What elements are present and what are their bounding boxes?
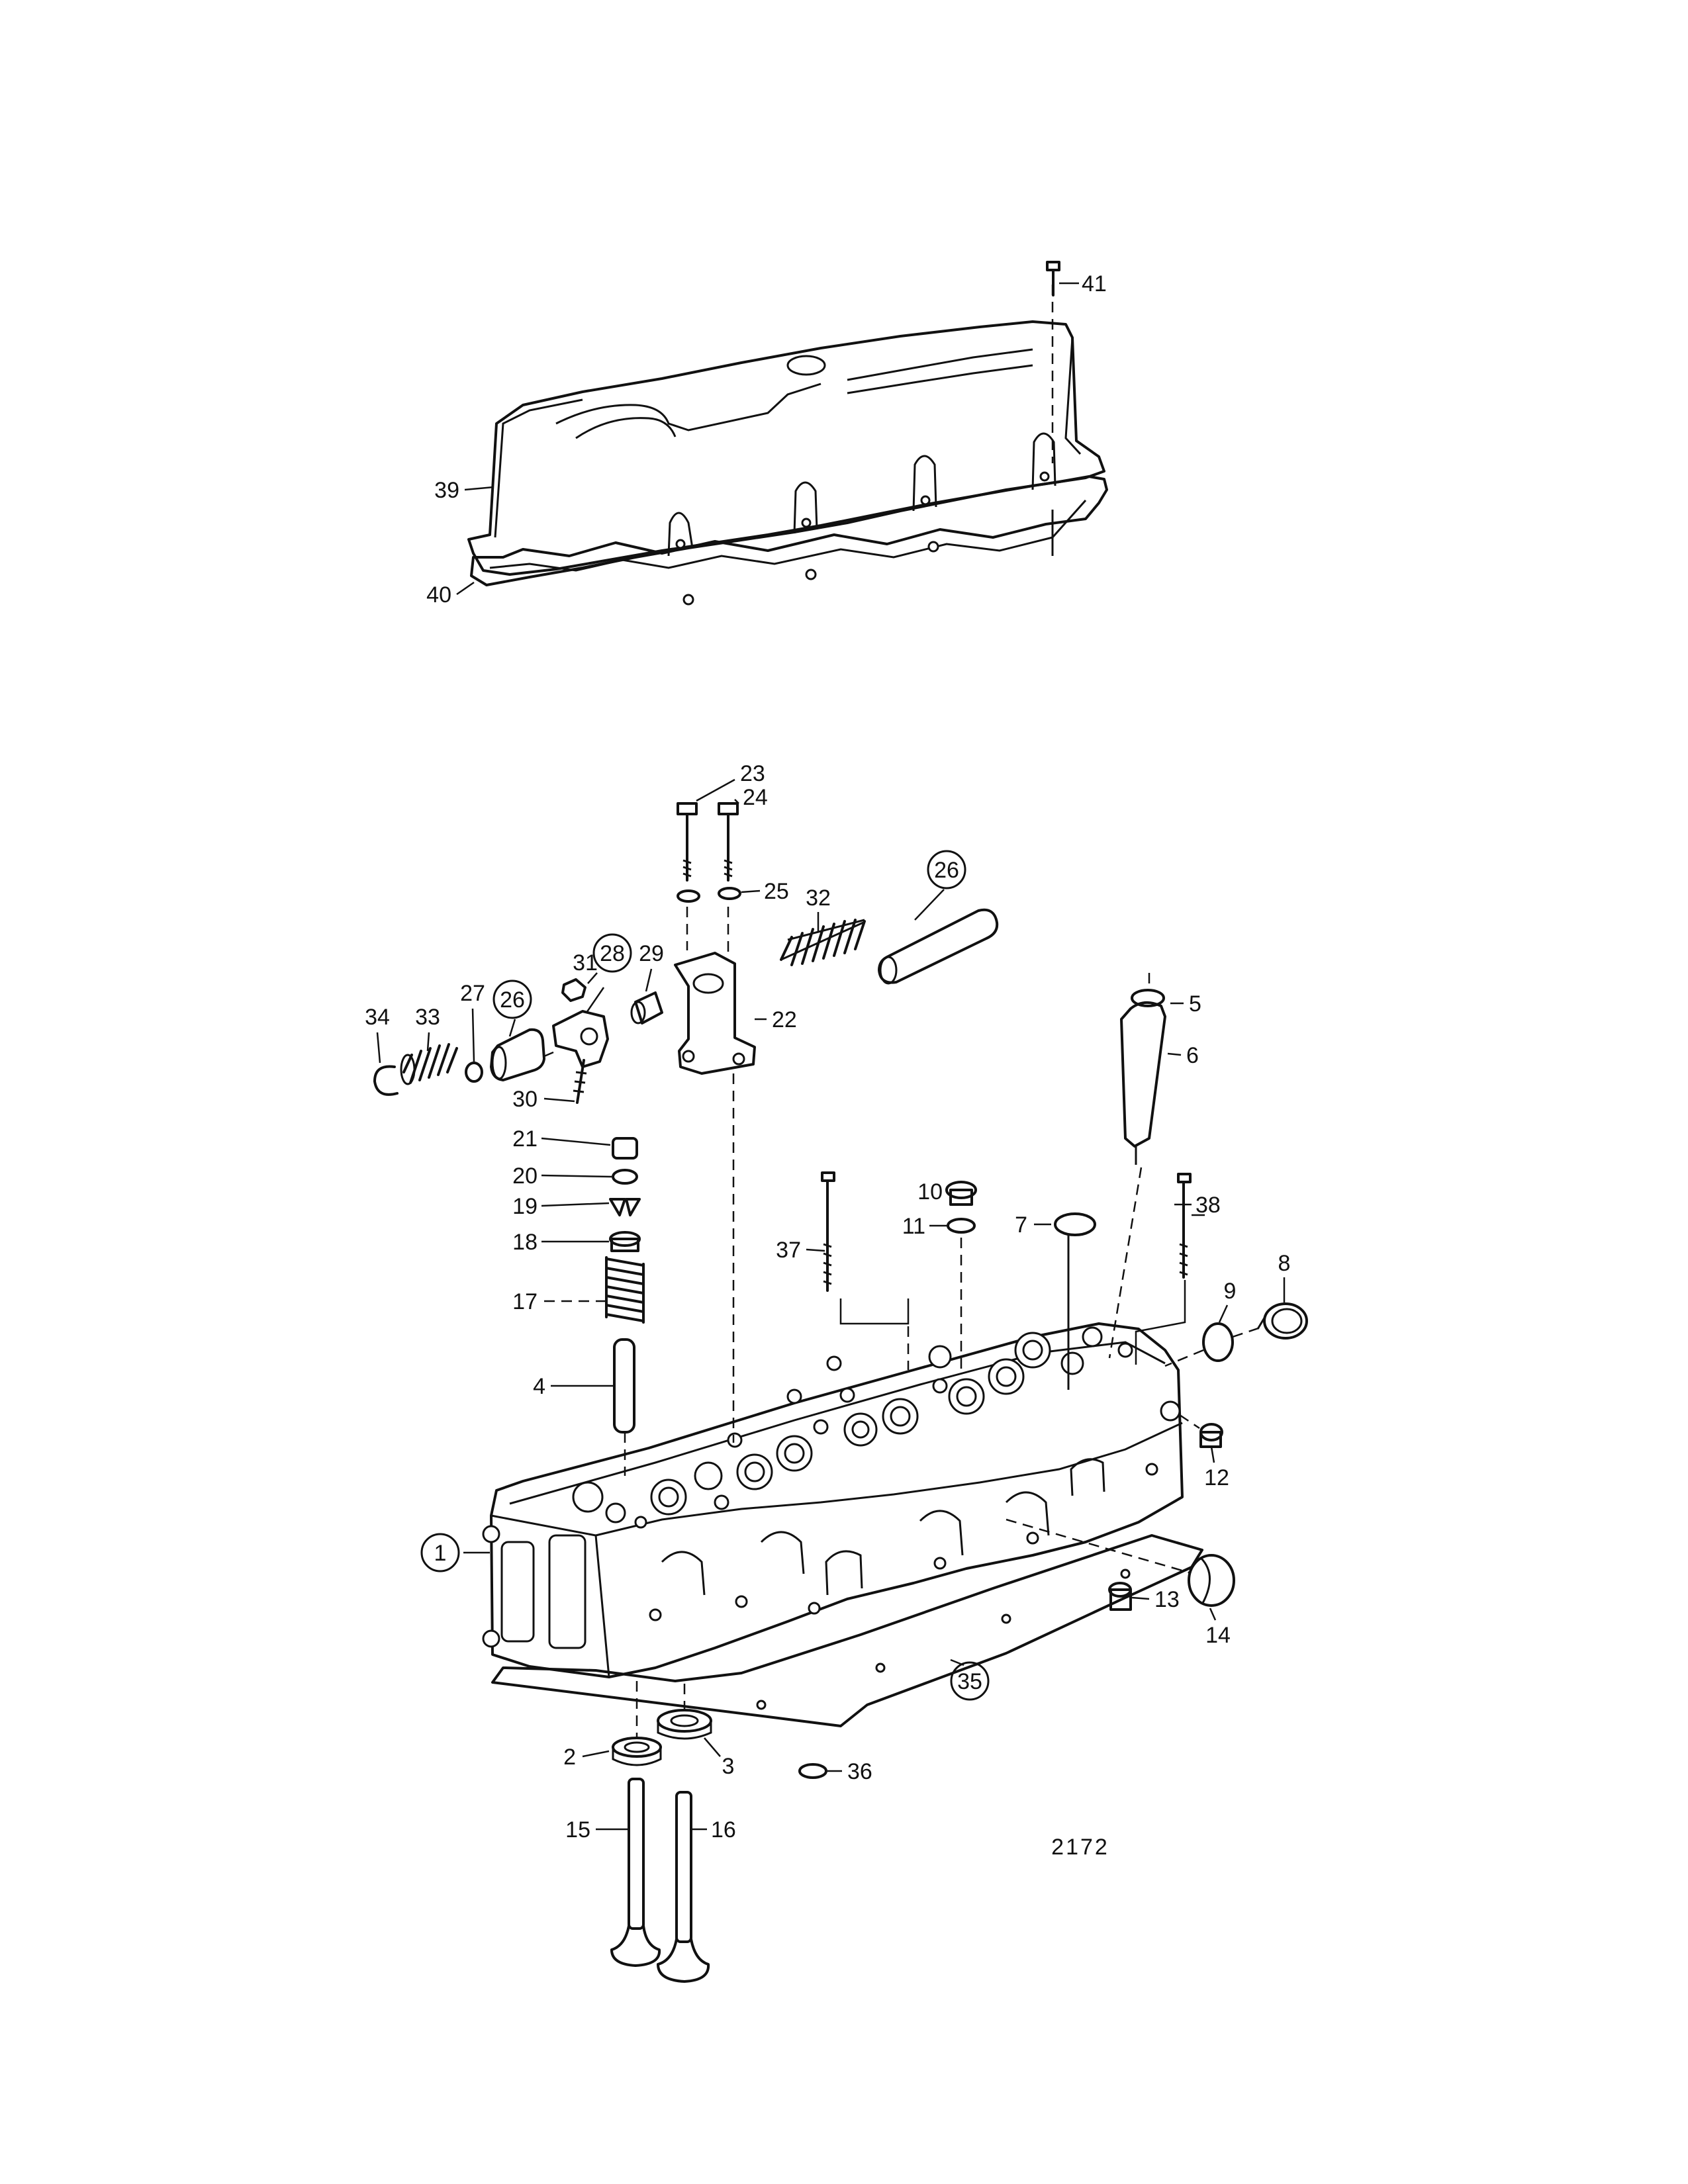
plug-13 (1108, 1582, 1132, 1611)
washer-11 (947, 1218, 976, 1234)
callout-22: 22 (772, 1007, 797, 1032)
callout-8: 8 (1278, 1251, 1291, 1276)
bracket-bolt-23 (677, 802, 698, 882)
expansion-plug-14 (1188, 1554, 1235, 1607)
washer-27 (465, 1062, 483, 1083)
callout-12: 12 (1204, 1465, 1229, 1490)
valve-cover (467, 285, 1105, 576)
callout-30: 30 (512, 1087, 538, 1112)
callout-circle-28 (592, 933, 632, 973)
callout-23: 23 (740, 761, 765, 786)
cover-bolt-41 (1046, 261, 1079, 296)
sealing-washer-9 (1202, 1322, 1234, 1362)
valve-guide-4 (613, 1338, 635, 1433)
valve-keepers-19 (609, 1198, 641, 1216)
callout-41: 41 (1082, 271, 1107, 296)
callout-26a: 26 (934, 858, 959, 883)
callout-16: 16 (711, 1817, 736, 1843)
valve-16 (657, 1791, 710, 1983)
callout-circle-26a (927, 850, 966, 889)
locknut-31 (561, 978, 586, 1002)
adjusting-screw-30 (573, 1059, 587, 1104)
callout-39: 39 (434, 478, 459, 503)
seal-ring-20 (612, 1169, 638, 1185)
rocker-shaft-26 (878, 908, 999, 985)
rocker-spring-32 (780, 919, 866, 966)
callout-circle-26b (492, 979, 532, 1019)
callout-29: 29 (639, 941, 664, 966)
rocker-shaft-26-left (490, 1028, 545, 1081)
callout-31: 31 (573, 950, 598, 976)
callout-18: 18 (512, 1230, 538, 1255)
valve-spring-17 (605, 1256, 645, 1324)
callout-38: 38 (1196, 1193, 1221, 1218)
leader-lines (376, 486, 1286, 1831)
o-ring-5 (1131, 989, 1165, 1007)
bracket-bolt-24 (718, 802, 739, 882)
valve-seat-3 (657, 1709, 712, 1740)
callout-5: 5 (1189, 991, 1201, 1017)
callout-11: 11 (902, 1214, 925, 1239)
plug-7 (1054, 1212, 1096, 1236)
callout-circle-1 (420, 1533, 460, 1572)
callout-17: 17 (512, 1289, 538, 1314)
washers-25 (677, 887, 741, 903)
circlip-34 (373, 1065, 399, 1096)
callout-25: 25 (764, 879, 789, 904)
valve-cover-gasket (470, 475, 1108, 606)
cylinder-head-gasket-35 (491, 1534, 1203, 1727)
callout-19: 19 (512, 1194, 538, 1219)
valve-cap-21 (612, 1137, 638, 1160)
callout-13: 13 (1154, 1587, 1180, 1612)
callout-33: 33 (415, 1005, 440, 1030)
callout-1: 1 (434, 1541, 447, 1566)
callout-7: 7 (1015, 1212, 1027, 1238)
cylinder-head (482, 1322, 1184, 1678)
stud-38 (1177, 1173, 1192, 1279)
callout-10: 10 (917, 1179, 943, 1205)
callout-26b: 26 (500, 987, 525, 1013)
callout-2: 2 (563, 1745, 576, 1770)
spring-retainer-18 (609, 1231, 641, 1252)
callout-34: 34 (365, 1005, 390, 1030)
callout-20: 20 (512, 1163, 538, 1189)
rocker-bracket-22 (674, 952, 756, 1075)
injector-sleeve-6 (1120, 1001, 1166, 1165)
callout-4: 4 (533, 1374, 545, 1399)
callout-37: 37 (776, 1238, 801, 1263)
spacer-29 (630, 991, 663, 1024)
figure-number: 2172 (1051, 1835, 1109, 1860)
callout-3: 3 (722, 1754, 735, 1779)
callout-40: 40 (426, 582, 451, 608)
valve-15 (610, 1778, 661, 1967)
callout-27: 27 (460, 981, 485, 1006)
callout-circle-35 (950, 1661, 990, 1701)
rocker-arm-28 (552, 1010, 609, 1068)
callout-14: 14 (1205, 1623, 1231, 1648)
callout-35: 35 (957, 1669, 982, 1694)
rocker-spring-33 (400, 1043, 458, 1085)
callout-21: 21 (512, 1126, 538, 1152)
callout-15: 15 (565, 1817, 590, 1843)
plug-8 (1256, 1302, 1308, 1340)
plug-10 (945, 1181, 977, 1206)
callout-36: 36 (847, 1759, 872, 1784)
callout-32: 32 (806, 886, 831, 911)
callout-24: 24 (743, 785, 768, 810)
callout-28: 28 (600, 941, 625, 966)
callout-6: 6 (1186, 1043, 1199, 1068)
plug-12 (1199, 1423, 1223, 1448)
o-ring-36 (798, 1763, 827, 1779)
callout-9: 9 (1224, 1279, 1237, 1304)
stud-37 (821, 1171, 835, 1292)
valve-seat-2 (612, 1737, 662, 1766)
callout-labels: 1 2 3 4 5 6 7 8 9 10 11 12 13 14 15 16 1… (365, 271, 1290, 1843)
